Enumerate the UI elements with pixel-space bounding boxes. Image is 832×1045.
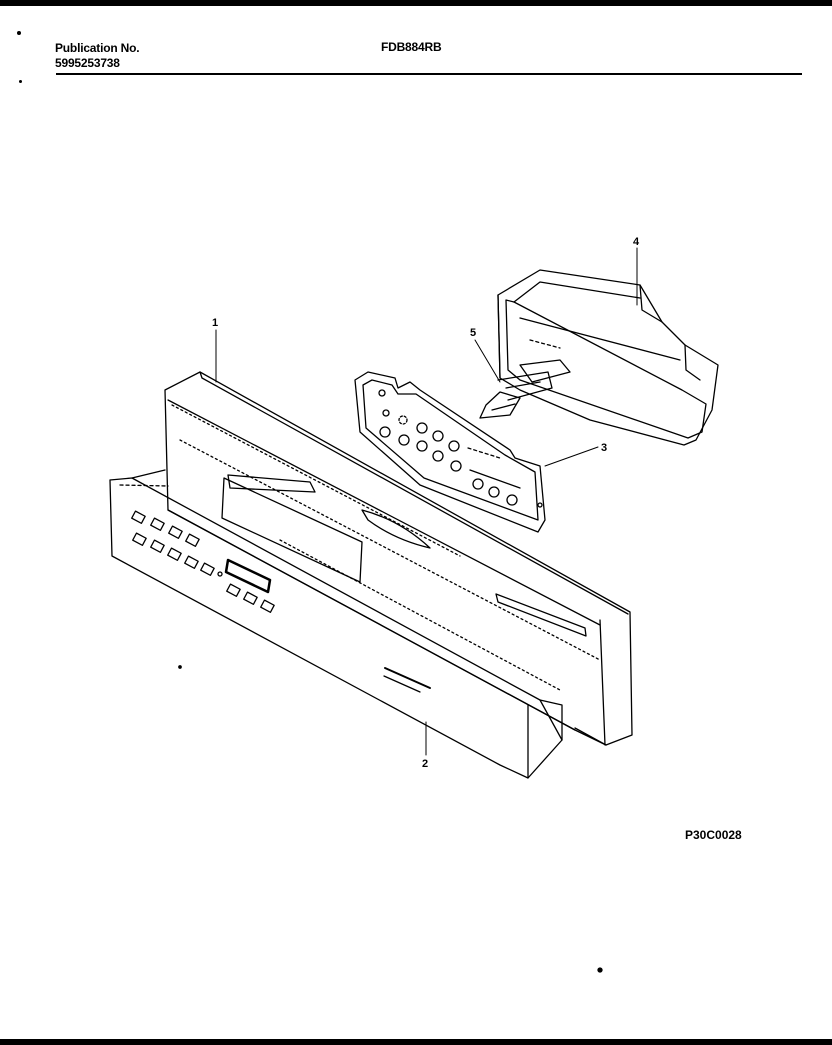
part-3-circuit-board	[354, 371, 546, 533]
figure-code: P30C0028	[685, 828, 742, 842]
publication-label: Publication No.	[55, 41, 140, 55]
scan-mark	[19, 80, 22, 83]
model-number: FDB884RB	[381, 40, 442, 54]
callout-1: 1	[212, 317, 218, 329]
scan-mark	[597, 967, 603, 973]
part-1-console	[164, 371, 633, 746]
callout-2: 2	[422, 758, 428, 770]
leader-lines	[215, 247, 638, 756]
callout-4: 4	[633, 236, 640, 248]
bottom-border	[0, 1039, 832, 1045]
scan-mark	[17, 31, 21, 35]
part-2-front-panel	[109, 469, 563, 779]
header-rule	[56, 73, 802, 75]
callout-3: 3	[601, 442, 607, 454]
publication-number: 5995253738	[55, 56, 120, 70]
part-4-housing	[497, 269, 719, 446]
callout-5: 5	[470, 327, 476, 339]
part-5-ribbon-cable	[479, 359, 571, 419]
scan-mark	[178, 665, 182, 669]
top-border	[0, 0, 832, 6]
